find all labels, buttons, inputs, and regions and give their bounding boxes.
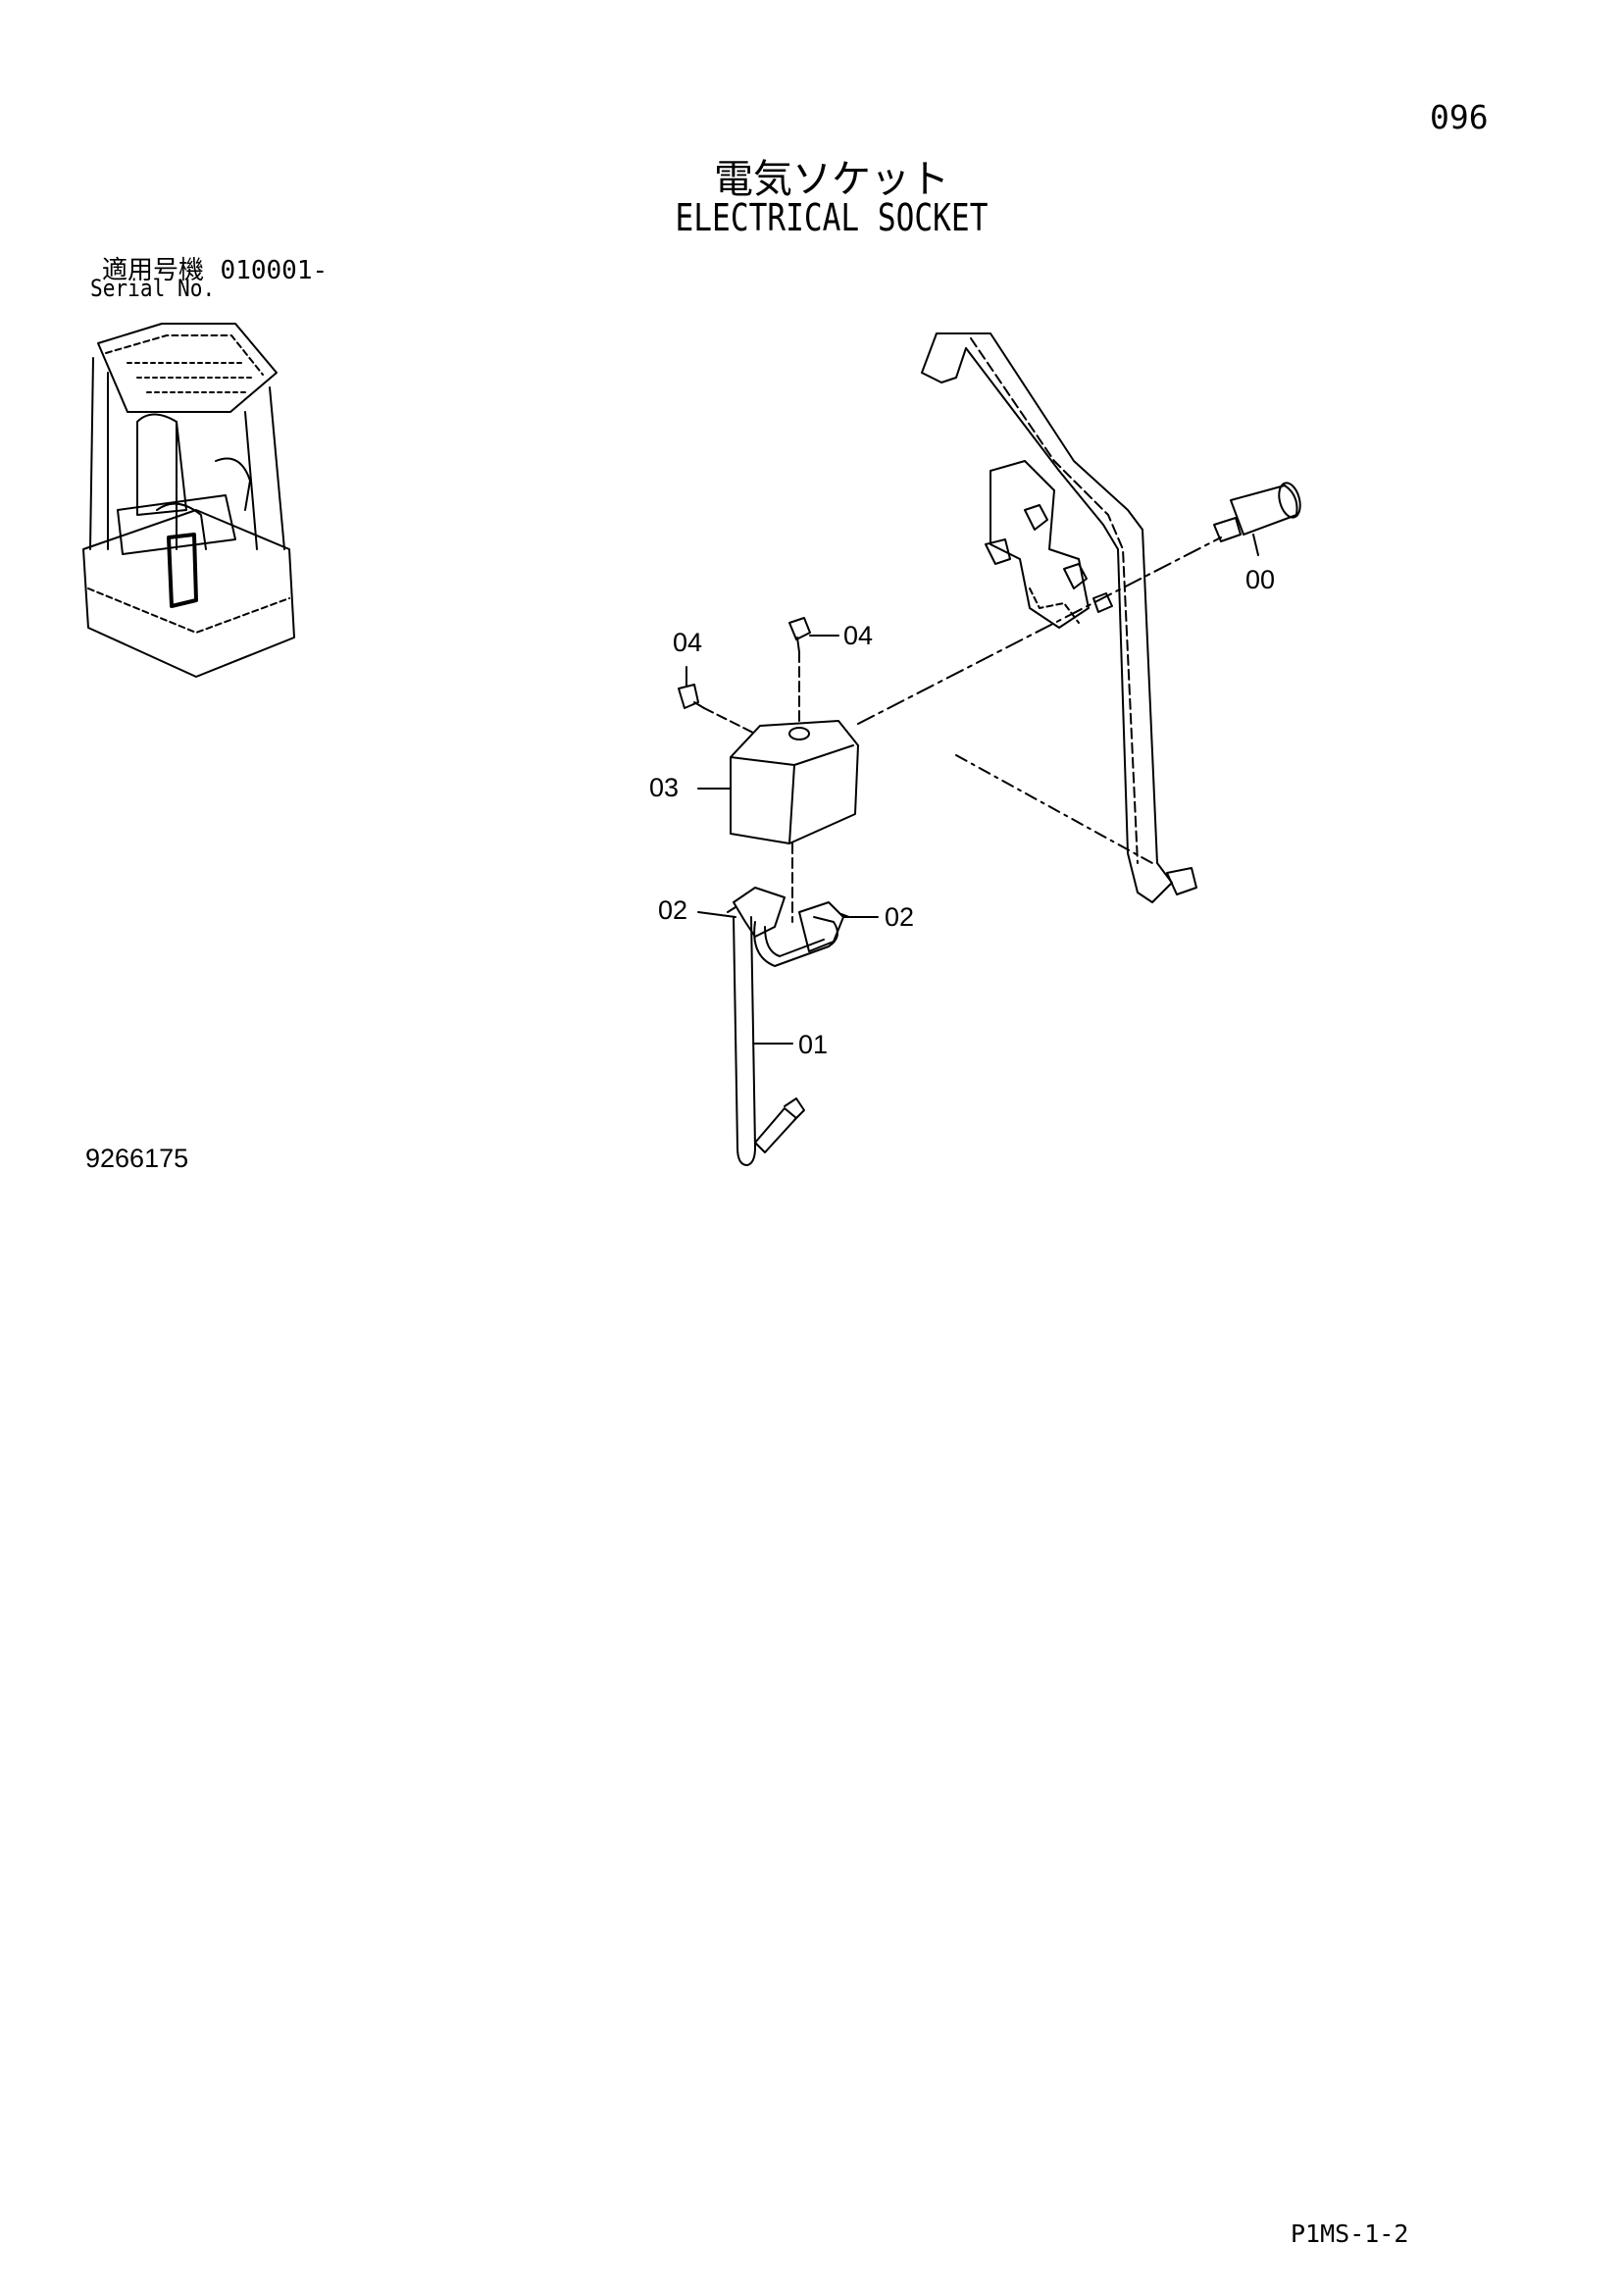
callout-03: 03 [649, 773, 679, 802]
part-02-clamps [727, 887, 850, 952]
callout-00: 00 [1245, 565, 1275, 594]
thumb-roof-grid [127, 362, 254, 393]
pillar-foot-bolt [1166, 867, 1197, 895]
lower-center-line [955, 754, 1153, 864]
leader-00 [1252, 534, 1259, 556]
bracket-bolt [985, 538, 1011, 565]
thumb-base [82, 509, 295, 678]
harness-plug [784, 1097, 805, 1121]
center-line-bolt-left [703, 707, 756, 735]
callout-02-left: 02 [658, 895, 687, 925]
pillar-top-tab [921, 332, 967, 383]
thumb-roof-inner [105, 334, 264, 376]
cab-pillar-frame [921, 332, 1197, 903]
thumb-lever [215, 457, 251, 511]
bolt-top-shank [796, 637, 800, 653]
part-04-bolt-top [788, 617, 811, 653]
socket-face [1278, 482, 1301, 519]
thumb-seat-back [136, 413, 187, 516]
bracket-nut-3 [1092, 592, 1113, 613]
part-04-bolt-left [678, 684, 705, 709]
harness-loop-outer [753, 916, 838, 967]
cover-edge [730, 744, 854, 766]
serial-label-english: Serial No. [90, 275, 216, 302]
cover-bolt-hole [788, 727, 810, 740]
callout-02-right: 02 [885, 902, 914, 932]
clamp-tabs [727, 906, 850, 918]
page-number: 096 [1430, 98, 1489, 136]
callout-01: 01 [798, 1030, 828, 1059]
bolt-left-shank [693, 701, 705, 709]
part-00-socket [1213, 482, 1301, 542]
bolt-left-head [678, 684, 699, 709]
bracket-nut-2 [1063, 563, 1088, 589]
thumb-posts [89, 357, 285, 550]
clamp-left [733, 887, 786, 938]
mount-bracket [990, 460, 1090, 629]
cover-body [730, 720, 859, 844]
leader-02-left [697, 911, 736, 918]
part-03-cover [730, 720, 859, 844]
harness-loop-inner [764, 926, 825, 957]
page-title-english: ELECTRICAL SOCKET [675, 196, 989, 239]
callout-04-left: 04 [673, 628, 702, 657]
thumb-detail [156, 502, 207, 550]
part-01-harness [733, 916, 838, 1166]
locator-machine-thumbnail [82, 323, 295, 678]
harness-connector [754, 1107, 797, 1153]
callout-04-top: 04 [843, 621, 873, 650]
socket-body [1230, 485, 1298, 536]
figure-number: 9266175 [85, 1144, 189, 1173]
pillar-hidden-line [970, 337, 1139, 864]
thumb-base-dash [87, 587, 290, 634]
thumb-highlight [167, 533, 198, 608]
harness-cable [733, 916, 756, 1166]
bracket-nut [1024, 504, 1048, 531]
bolt-top-head [788, 617, 811, 640]
bracket-hidden [1029, 587, 1080, 624]
thumb-roof [97, 323, 278, 413]
cover-corner [788, 764, 795, 844]
footer-code: P1MS-1-2 [1291, 2219, 1409, 2248]
thumb-seat [117, 494, 236, 555]
serial-range: 010001- [220, 256, 329, 285]
socket-stem [1213, 517, 1242, 542]
serial-applicable: 適用号機 010001- [102, 250, 328, 286]
center-line-socket [857, 536, 1222, 725]
page-title-japanese: 電気ソケット [714, 157, 949, 202]
pillar-outline [936, 332, 1173, 903]
serial-label-japanese: 適用号機 [102, 256, 205, 285]
